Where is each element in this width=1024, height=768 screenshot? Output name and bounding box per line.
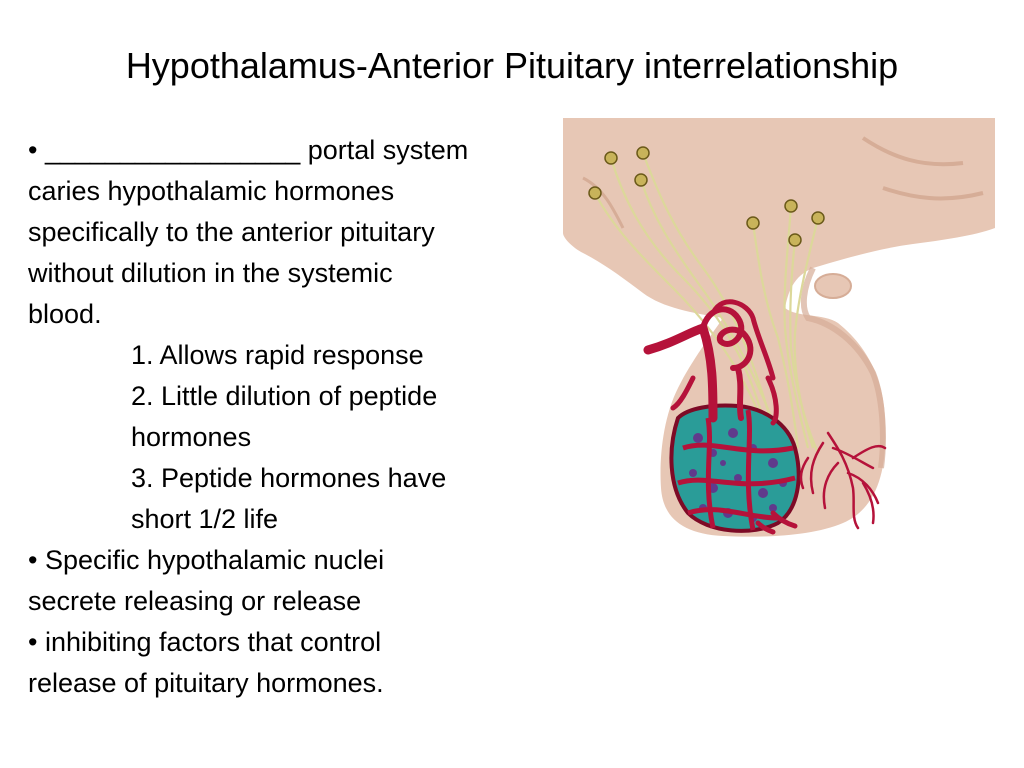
neuron-icon [784,199,798,213]
numbered-item-3: 3. Peptide hormones have [131,463,447,493]
neuron-icon [811,211,825,225]
neuron-icon [746,216,760,230]
portal-vessels [643,299,779,426]
neuron-icon [634,173,648,187]
brain-fold [582,176,625,229]
body-line: specifically to the anterior pituitary [28,217,435,247]
hypothalamus-tissue [563,118,995,537]
neuron-icon [588,186,602,200]
tissue-nub [814,273,852,299]
slide-title: Hypothalamus-Anterior Pituitary interrel… [125,45,899,86]
body-line: secrete releasing or release [28,586,362,616]
posterior-vessels [799,431,887,530]
numbered-item-2-cont: hormones [131,422,252,452]
numbered-item-3-cont: short 1/2 life [131,504,279,534]
capillary-network [677,409,796,531]
brain-fold [861,136,964,167]
body-line: without dilution in the systemic [28,258,393,288]
body-text: • _________________ portal system caries… [28,130,588,704]
bullet-inhibiting-factors: • inhibiting factors that control [28,627,382,657]
neuron-icon [604,151,618,165]
bullet-hypothalamic-nuclei: • Specific hypothalamic nuclei [28,545,385,575]
body-line: blood. [28,299,102,329]
outflow-vessels [755,510,798,535]
brain-fold [882,186,984,201]
body-line: release of pituitary hormones. [28,668,384,698]
bullet-portal-system: • _________________ portal system [28,135,469,165]
neuron-icon [788,233,802,247]
pituitary-drawing [563,118,995,537]
numbered-item-1: 1. Allows rapid response [131,340,424,370]
pituitary-illustration [563,118,995,573]
body-line: caries hypothalamic hormones [28,176,395,206]
neuron-icon [636,146,650,160]
neuron-cell-bodies [588,146,825,247]
numbered-item-2: 2. Little dilution of peptide [131,381,438,411]
tissue-shade [800,266,886,469]
